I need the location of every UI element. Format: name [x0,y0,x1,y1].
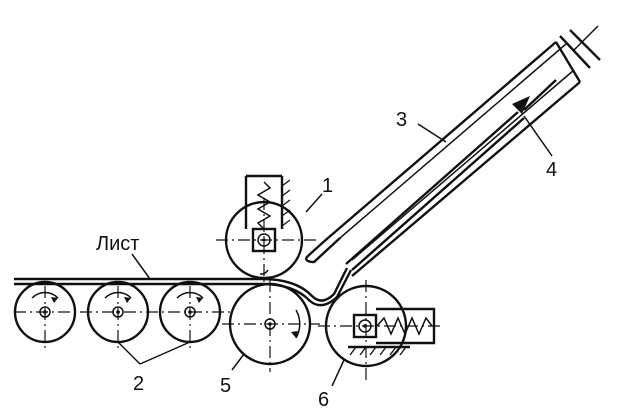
sheet-label: Лист [96,233,139,255]
inner-rod [345,79,557,271]
part-2-label: 2 [133,373,144,395]
label-3-leader [417,123,447,143]
feed-roller-1 [13,280,77,348]
label-4-leader [523,115,553,157]
feed-roller-2 [86,280,150,348]
label-6-leader [331,359,345,387]
feed-roller-3 [158,280,222,348]
label-5-leader [231,353,245,371]
top-pressure-roller [216,174,318,282]
label-1-leader [305,193,323,213]
bending-roller [318,280,444,382]
top-housing-hatch [281,179,291,227]
bending-housing-hatch [349,346,407,356]
sheet-label-leader [131,253,151,280]
guide-channel [304,25,601,277]
part-5-label: 5 [220,375,231,397]
bottom-driven-roller [222,280,320,372]
part-4-label: 4 [546,159,557,181]
label-2-leader [117,341,191,365]
part-3-label: 3 [396,109,407,131]
part-1-label: 1 [322,175,333,197]
part-6-label: 6 [318,389,329,411]
